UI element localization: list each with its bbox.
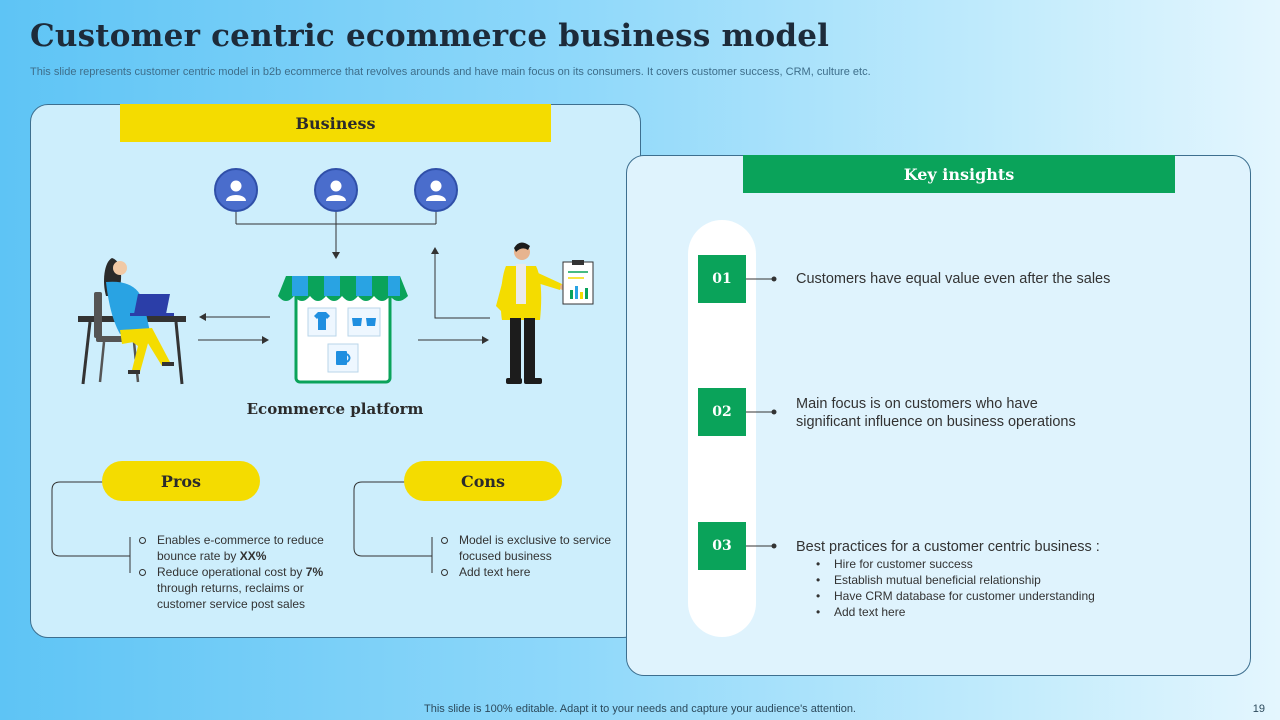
pros-list: Enables e-commerce to reduce bounce rate… [139,532,329,612]
customer-at-laptop-illustration [78,258,186,385]
slide-title: Customer centric ecommerce business mode… [30,18,830,54]
pros-item: Reduce operational cost by 7% through re… [139,564,329,612]
best-practice-item: Establish mutual beneficial relationship [816,572,1095,588]
best-practice-item: Have CRM database for customer understan… [816,588,1095,604]
platform-label: Ecommerce platform [246,400,424,418]
cons-item: Add text here [441,564,621,580]
user-avatar-icon [214,168,258,212]
insight-text: Best practices for a customer centric bu… [796,539,1100,555]
footer-note: This slide is 100% editable. Adapt it to… [424,703,856,715]
cons-item: Model is exclusive to service focused bu… [441,532,621,564]
user-avatar-icon [414,168,458,212]
cons-bracket [353,481,432,557]
insight-text: Customers have equal value even after th… [796,271,1111,287]
slide-subtitle: This slide represents customer centric m… [30,66,871,78]
cons-list: Model is exclusive to service focused bu… [441,532,621,580]
online-store-icon [278,276,408,384]
page-number: 19 [1252,703,1265,715]
pros-bracket [51,481,130,557]
pros-item: Enables e-commerce to reduce bounce rate… [139,532,329,564]
pros-label: Pros [102,461,260,501]
business-banner: Business [120,104,551,142]
businessman-presenting-illustration [496,242,594,384]
insight-number: 03 [698,522,746,570]
insight-number: 01 [698,255,746,303]
best-practice-item: Hire for customer success [816,556,1095,572]
insight-number: 02 [698,388,746,436]
cons-label: Cons [404,461,562,501]
insight-text: Main focus is on customers who have sign… [796,396,1076,430]
user-avatar-icon [314,168,358,212]
best-practices-list: Hire for customer success Establish mutu… [816,556,1095,620]
best-practice-item: Add text here [816,604,1095,620]
business-to-avatars-arrow [431,247,490,319]
insights-banner: Key insights [743,155,1175,193]
avatars-connector [235,212,437,259]
